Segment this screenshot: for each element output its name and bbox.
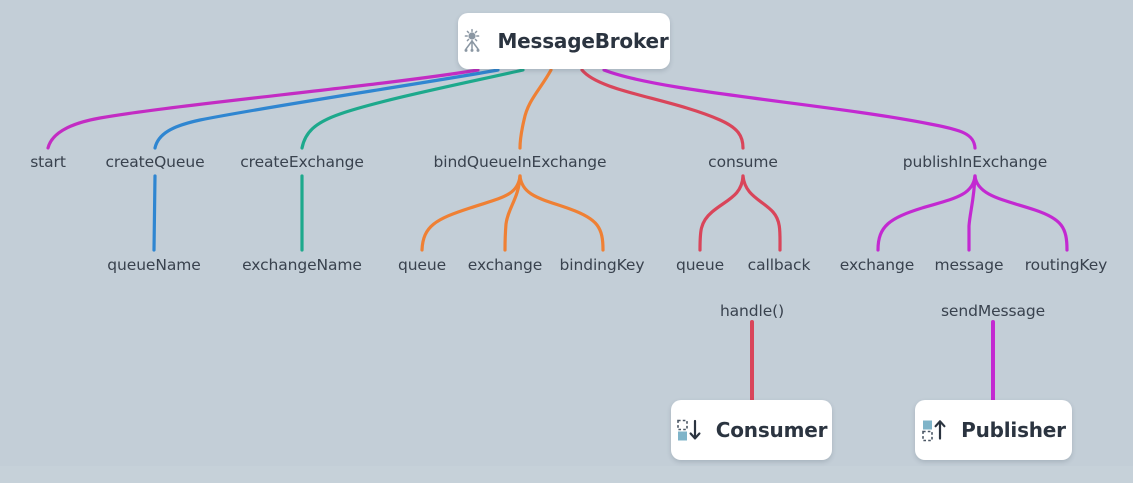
edge-broker-start [46,68,480,150]
edge-broker-createexchange [300,68,525,150]
handler-label-handle[interactable]: handle() [719,302,785,320]
edge-bind-queue [420,174,522,252]
download-receive-icon [676,418,704,442]
edge-createqueue-queuename [152,174,157,252]
broker-hub-icon [459,28,485,54]
edge-broker-createqueue [153,68,500,150]
handler-label-sendmessage[interactable]: sendMessage [940,302,1046,320]
edge-bind-exchange [503,174,522,252]
node-label-messagebroker: MessageBroker [497,29,669,53]
node-consumer[interactable]: Consumer [671,400,832,460]
edge-bind-bindingkey [518,174,605,252]
edge-consume-queue [698,174,745,252]
param-label-publish-exchange[interactable]: exchange [839,256,915,274]
edge-publish-message [967,174,977,252]
method-label-createqueue[interactable]: createQueue [105,153,205,171]
edge-broker-publish [602,68,977,150]
method-label-createexchange[interactable]: createExchange [240,153,364,171]
method-label-publishinexchange[interactable]: publishInExchange [902,153,1048,171]
node-label-consumer: Consumer [715,418,828,442]
edge-broker-consume [580,68,745,150]
edge-publish-routingkey [973,174,1069,252]
param-label-exchangename[interactable]: exchangeName [242,256,362,274]
param-label-publish-message[interactable]: message [934,256,1004,274]
node-messagebroker[interactable]: MessageBroker [458,13,670,69]
param-label-publish-routingkey[interactable]: routingKey [1024,256,1108,274]
node-label-publisher: Publisher [961,418,1066,442]
param-label-consume-queue[interactable]: queue [675,256,725,274]
param-label-queuename[interactable]: queueName [107,256,201,274]
node-publisher[interactable]: Publisher [915,400,1072,460]
param-label-bind-queue[interactable]: queue [397,256,447,274]
method-label-bindqueueinexchange[interactable]: bindQueueInExchange [433,153,607,171]
method-label-consume[interactable]: consume [708,153,778,171]
edge-consume-callback [741,174,782,252]
param-label-consume-callback[interactable]: callback [747,256,811,274]
param-label-bind-bindingkey[interactable]: bindingKey [559,256,645,274]
method-label-start[interactable]: start [30,153,66,171]
param-label-bind-exchange[interactable]: exchange [467,256,543,274]
bottom-band [0,466,1133,483]
upload-send-icon [921,418,949,442]
edge-broker-bindqueue [518,68,553,150]
edge-publish-exchange [876,174,977,252]
